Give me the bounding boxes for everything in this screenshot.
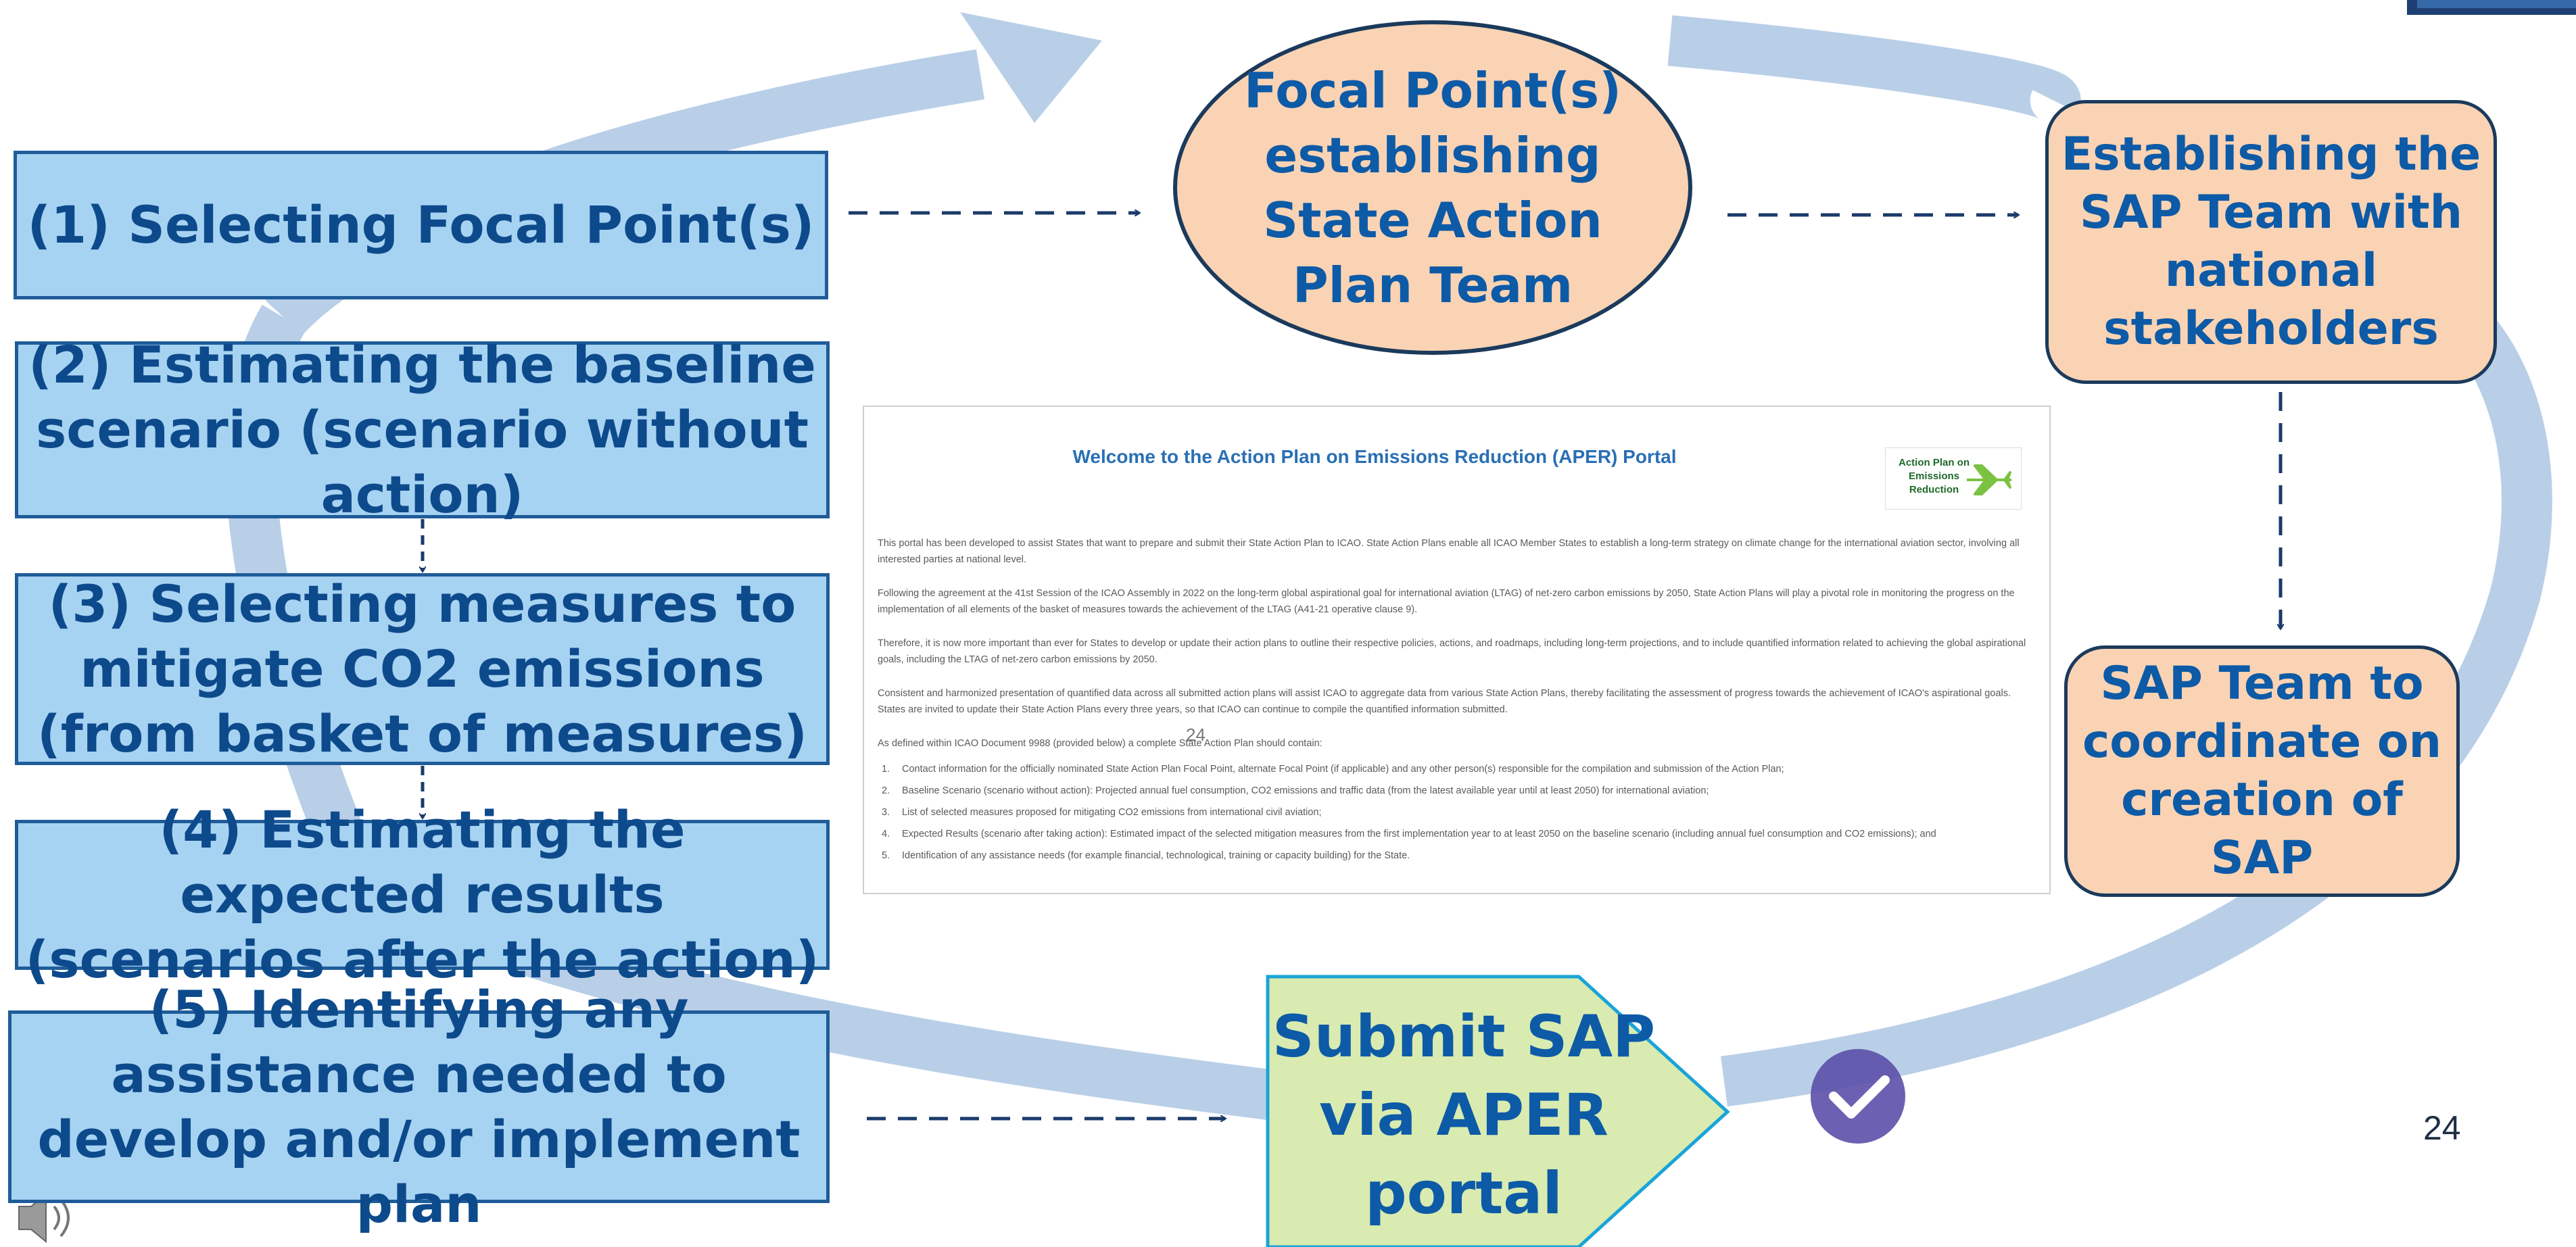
list-item: 5.Identification of any assistance needs… [882, 850, 1410, 861]
step-3-box: (3) Selecting measures to mitigate CO2 e… [15, 573, 830, 765]
step-1-label: (1) Selecting Focal Point(s) [27, 195, 815, 255]
list-item: 4.Expected Results (scenario after takin… [882, 829, 1936, 839]
portal-body: This portal has been developed to assist… [878, 535, 2041, 869]
step-4-label: (4) Estimating the expected results (sce… [25, 800, 819, 989]
page-number: 24 [2423, 1109, 2461, 1147]
list-item: 2.Baseline Scenario (scenario without ac… [882, 785, 1709, 796]
sap-team-label: Establishing the SAP Team with national … [2061, 128, 2481, 356]
step-3-label: (3) Selecting measures to mitigate CO2 e… [37, 574, 807, 764]
submit-sap-label: Submit SAP via APER portal [1272, 1003, 1656, 1227]
portal-requirements-list: 1.Contact information for the officially… [878, 761, 2041, 864]
checkmark-icon [1811, 1049, 1905, 1144]
aper-logo: Action Plan on Emissions Reduction [1885, 447, 2022, 510]
list-item-text: Contact information for the officially n… [902, 764, 1784, 775]
portal-paragraph-5: As defined within ICAO Document 9988 (pr… [878, 738, 1322, 749]
sap-team-box: Establishing the SAP Team with national … [2045, 100, 2497, 384]
portal-paragraph-1: This portal has been developed to assist… [878, 538, 2020, 565]
focal-point-ellipse: Focal Point(s) establishing State Action… [1173, 20, 1692, 355]
submit-shape [1266, 975, 1730, 1247]
step-4-box: (4) Estimating the expected results (sce… [15, 800, 830, 989]
aper-logo-text: Action Plan on Emissions Reduction [1899, 457, 1970, 495]
portal-paragraph-4: Consistent and harmonized presentation o… [878, 688, 2011, 715]
step-5-label: (5) Identifying any assistance needed to… [37, 979, 801, 1234]
cycle-arrowhead [960, 12, 1102, 123]
step-1-box: (1) Selecting Focal Point(s) [14, 151, 828, 299]
list-item-text: List of selected measures proposed for m… [902, 807, 1322, 818]
cycle-arrow-top-right [1667, 15, 2081, 126]
step-5-box: (5) Identifying any assistance needed to… [8, 979, 830, 1234]
list-item-text: Baseline Scenario (scenario without acti… [902, 785, 1709, 796]
sap-coordinate-box: SAP Team to coordinate on creation of SA… [2064, 645, 2460, 897]
portal-paragraph-2: Following the agreement at the 41st Sess… [878, 588, 2015, 615]
list-item-text: Expected Results (scenario after taking … [902, 829, 1936, 839]
list-item-text: Identification of any assistance needs (… [902, 850, 1410, 861]
step-2-label: (2) Estimating the baseline scenario (sc… [28, 335, 816, 524]
portal-title: Welcome to the Action Plan on Emissions … [1072, 446, 1677, 467]
sap-coordinate-label: SAP Team to coordinate on creation of SA… [2082, 657, 2441, 885]
step-2-box: (2) Estimating the baseline scenario (sc… [15, 335, 830, 524]
list-item: 3.List of selected measures proposed for… [882, 807, 1322, 818]
speaker-icon [18, 1192, 70, 1244]
portal-paragraph-3: Therefore, it is now more important than… [878, 638, 2026, 665]
aper-portal-screenshot: Welcome to the Action Plan on Emissions … [863, 406, 2051, 894]
list-item: 1.Contact information for the officially… [882, 764, 1784, 775]
airplane-icon [1967, 464, 2011, 495]
focal-point-label: Focal Point(s) establishing State Action… [1244, 62, 1621, 314]
portal-inline-page-number: 24 [1186, 725, 1206, 745]
